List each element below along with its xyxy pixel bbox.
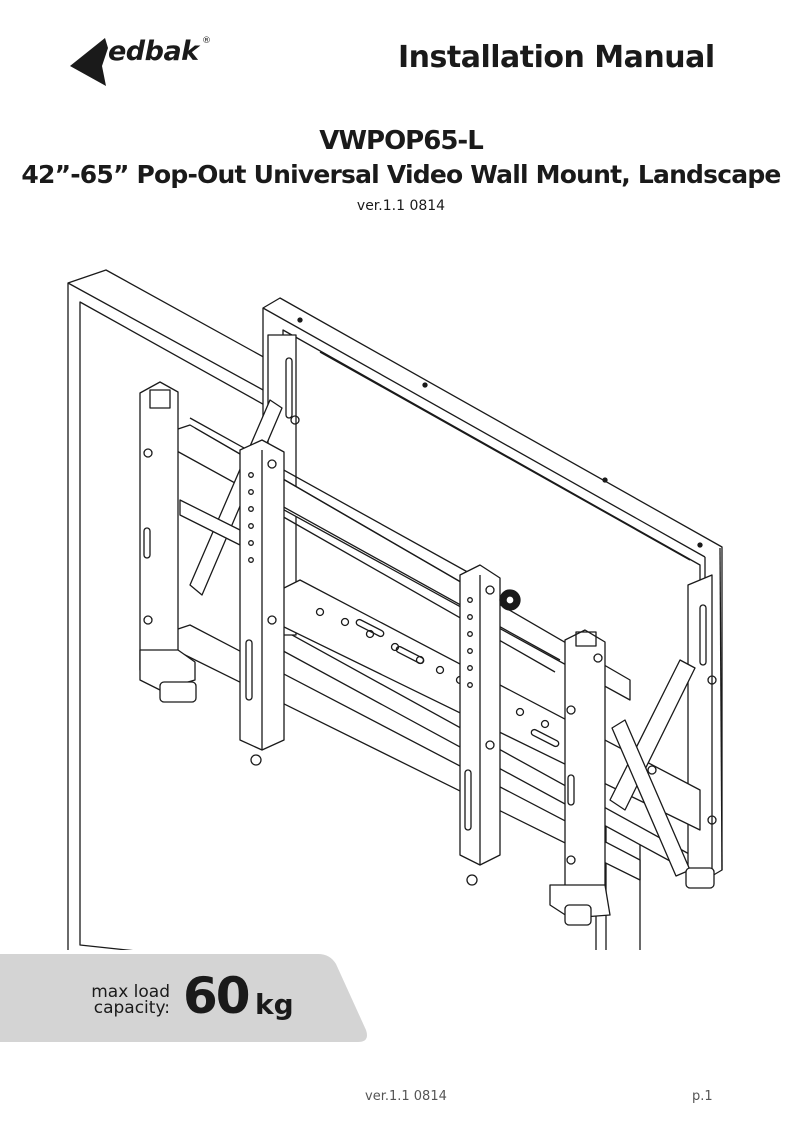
load-capacity-value: 60 [183,967,251,1025]
edbak-logo: edbak ® [68,32,218,90]
version-label: ver.1.1 0814 [356,198,446,214]
load-capacity-label: max load capacity: [70,982,170,1018]
footer-version: ver.1.1 0814 [365,1089,447,1104]
model-number: VWPOP65-L [319,126,484,156]
load-label-line1: max load [91,982,170,1002]
brand-name: edbak [108,36,199,67]
load-label-line2: capacity: [93,998,170,1018]
arrow-logo-icon [70,38,108,86]
wall-mount-technical-drawing-icon [67,269,723,1026]
registered-mark: ® [202,36,211,46]
product-name: 42”-65” Pop-Out Universal Video Wall Mou… [21,160,781,189]
document-type-heading: Installation Manual [398,40,715,75]
page-number: p.1 [692,1089,713,1104]
load-capacity-unit: kg [255,988,294,1021]
load-banner-shape [0,954,367,1042]
product-illustration [0,230,802,1026]
